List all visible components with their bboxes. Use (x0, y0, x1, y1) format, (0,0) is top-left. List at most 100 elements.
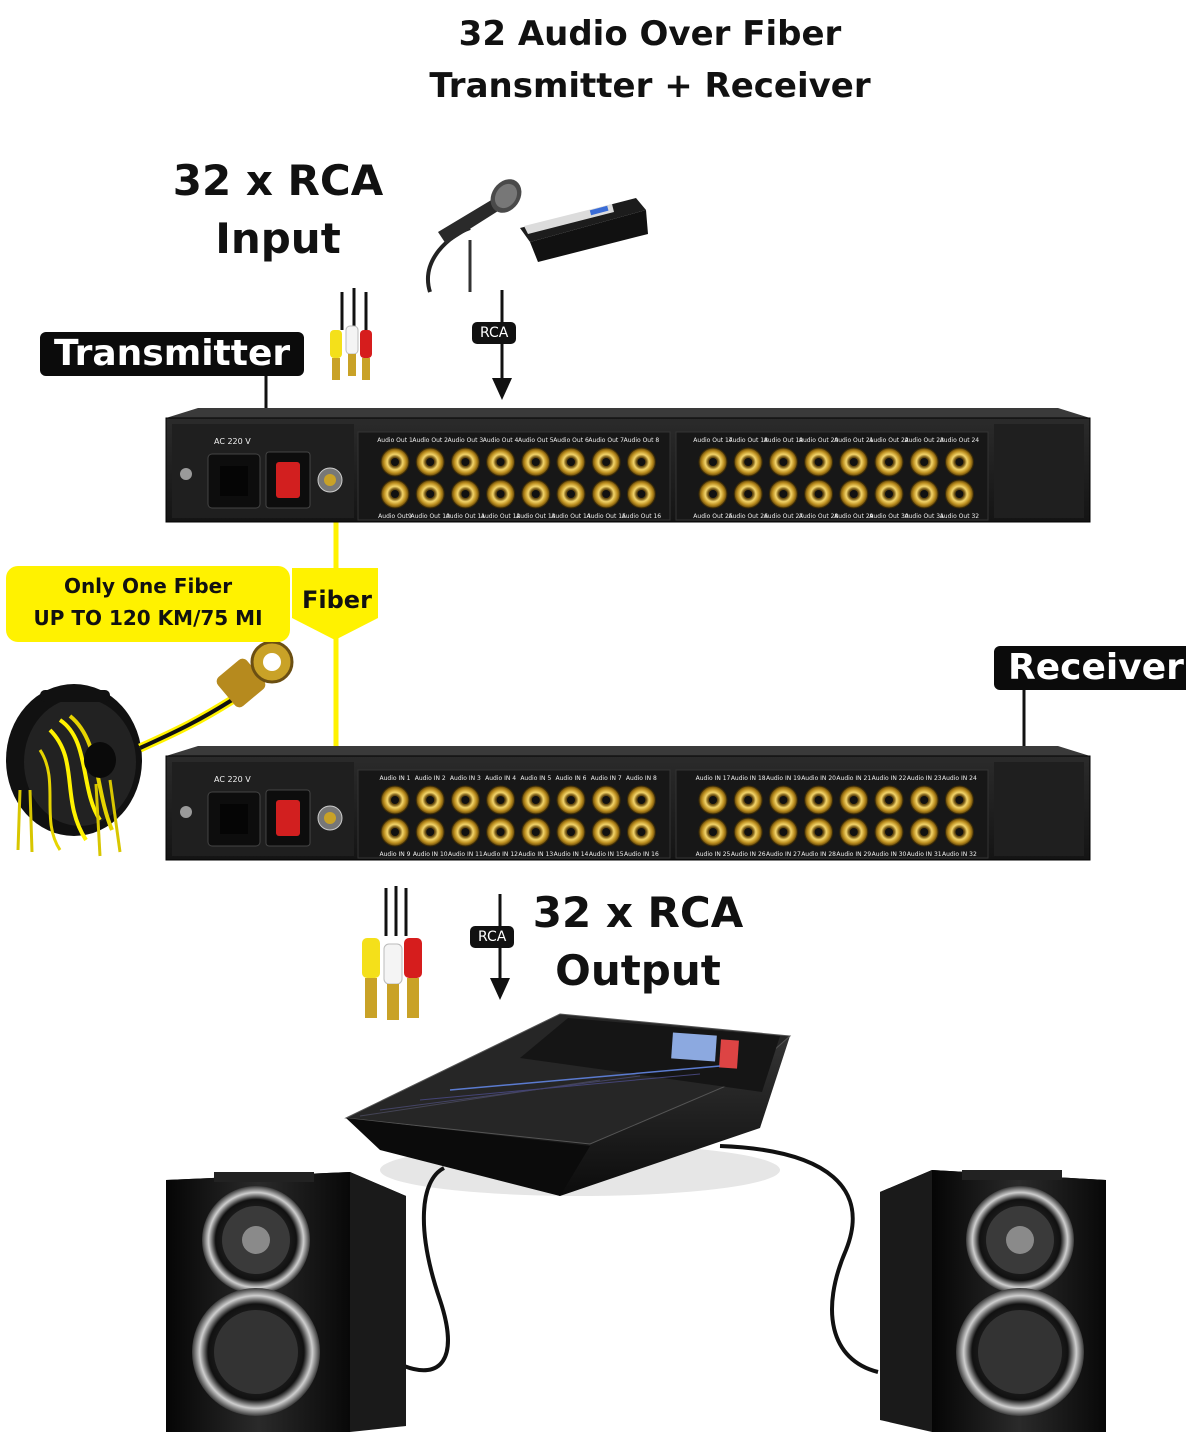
transmitter-rca-jack-hole (391, 490, 399, 498)
receiver-rca-jack-hole (567, 796, 575, 804)
rca-tag-top: RCA (472, 322, 517, 344)
receiver-rca-jack-hole (779, 828, 788, 836)
output-label-line-2: Output (555, 946, 721, 995)
receiver-port-label-top: Audio IN 17 (696, 775, 731, 782)
transmitter-port-label-bottom: Audio Out 29 (834, 513, 874, 520)
receiver-rca-jack-hole (814, 796, 823, 804)
transmitter-port-label-bottom: Audio Out 16 (622, 513, 662, 520)
receiver-rca-jack-hole (885, 828, 893, 836)
receiver-port-label-bottom: Audio IN 32 (942, 851, 977, 858)
receiver-port-label-bottom: Audio IN 11 (448, 851, 483, 858)
transmitter-port-label-bottom: Audio Out 25 (693, 513, 733, 520)
transmitter-rca-jack-hole (814, 490, 823, 498)
transmitter-port-label-bottom: Audio Out 10 (411, 513, 451, 520)
receiver-rca-jack-hole (779, 796, 788, 804)
transmitter-rca-jack-hole (779, 490, 788, 498)
receiver-rca-jack-hole (814, 828, 823, 836)
transmitter-rca-jack-hole (920, 490, 929, 498)
receiver-rca-jack-hole (391, 796, 399, 804)
transmitter-port-label-top: Audio Out 17 (693, 437, 733, 444)
transmitter-port-label-bottom: Audio Out 11 (446, 513, 486, 520)
transmitter-port-label-bottom: Audio Out 26 (729, 513, 769, 520)
receiver-rca-jack-hole (637, 828, 646, 836)
receiver-port-label-top: Audio IN 7 (591, 775, 622, 782)
transmitter-rca-jack-hole (814, 458, 823, 466)
transmitter-port-label-top: Audio Out 19 (764, 437, 804, 444)
transmitter-rca-jack-hole (426, 490, 435, 498)
receiver-rca-jack-hole (426, 796, 435, 804)
receiver-rca-jack-hole (920, 796, 929, 804)
receiver-rca-jack-hole (849, 796, 858, 804)
receiver-port-label-bottom: Audio IN 12 (483, 851, 518, 858)
receiver-port-label-top: Audio IN 2 (415, 775, 446, 782)
receiver-port-label-bottom: Audio IN 14 (554, 851, 589, 858)
transmitter-rca-jack-hole (531, 490, 540, 498)
receiver-rca-jack-hole (885, 796, 893, 804)
transmitter-rca-jack-hole (709, 490, 717, 498)
left-speaker-cable (403, 1166, 450, 1373)
receiver-port-label-top: Audio IN 18 (731, 775, 766, 782)
fiber-label: Fiber (302, 586, 372, 614)
receiver-port-label-bottom: Audio IN 10 (413, 851, 448, 858)
transmitter-rca-jack-hole (426, 458, 435, 466)
receiver-port-label-top: Audio IN 5 (520, 775, 551, 782)
transmitter-rca-jack-hole (461, 458, 470, 466)
transmitter-port-label-bottom: Audio Out 32 (940, 513, 980, 520)
transmitter-port-label-bottom: Audio Out 28 (799, 513, 839, 520)
transmitter-rca-jack-hole (496, 490, 505, 498)
transmitter-port-label-top: Audio Out 22 (869, 437, 909, 444)
receiver-port-label-bottom: Audio IN 25 (696, 851, 731, 858)
transmitter-port-label-top: Audio Out 20 (799, 437, 839, 444)
receiver-rca-jack-hole (744, 796, 753, 804)
transmitter-rca-jack-hole (920, 458, 929, 466)
microphone-icon (426, 179, 522, 293)
transmitter-rca-jack-hole (602, 490, 611, 498)
receiver-rca-jack-hole (709, 796, 717, 804)
transmitter-port-label-bottom: Audio Out9 (378, 513, 412, 520)
transmitter-rca-jack-hole (779, 458, 788, 466)
transmitter-rca-jack-hole (849, 490, 858, 498)
transmitter-port-label-top: Audio Out 3 (448, 437, 484, 444)
receiver-rca-jack-hole (461, 828, 470, 836)
transmitter-port-label-bottom: Audio Out 31 (905, 513, 945, 520)
transmitter-rca-jack-hole (849, 458, 858, 466)
receiver-port-label-top: Audio IN 21 (836, 775, 871, 782)
receiver-port-label-top: Audio IN 19 (766, 775, 801, 782)
receiver-tag: Receiver (994, 646, 1186, 690)
rca-cable-top-icon (330, 288, 372, 380)
receiver-rca-jack-hole (461, 796, 470, 804)
transmitter-rca-jack-hole (885, 490, 893, 498)
receiver-rca-jack-hole (531, 796, 540, 804)
transmitter-rca-jack-hole (567, 458, 575, 466)
receiver-port-label-top: Audio IN 4 (485, 775, 516, 782)
receiver-rca-jack-hole (920, 828, 929, 836)
right-speaker-cable (719, 1144, 879, 1374)
transmitter-rca-jack-hole (496, 458, 505, 466)
transmitter-port-label-top: Audio Out 6 (553, 437, 589, 444)
receiver-rca-jack-hole (955, 828, 964, 836)
receiver-rca-jack-hole (496, 828, 505, 836)
rca-connector-groups (380, 447, 974, 847)
transmitter-port-label-top: Audio Out 24 (940, 437, 980, 444)
mixer-console-icon (344, 1013, 792, 1196)
receiver-port-label-bottom: Audio IN 31 (907, 851, 942, 858)
receiver-port-label-top: Audio IN 23 (907, 775, 942, 782)
rca-arrow-top-head (492, 378, 512, 400)
transmitter-tag: Transmitter (40, 332, 305, 376)
transmitter-port-label-top: Audio Out 1 (377, 437, 413, 444)
transmitter-port-label-top: Audio Out 4 (483, 437, 519, 444)
receiver-rca-jack-hole (849, 828, 858, 836)
transmitter-port-label-top: Audio Out 8 (624, 437, 660, 444)
receiver-rca-jack-hole (955, 796, 964, 804)
receiver-rca-jack-hole (744, 828, 753, 836)
receiver-power-label: AC 220 V (214, 775, 251, 784)
transmitter-rca-jack-hole (461, 490, 470, 498)
transmitter-port-label-bottom: Audio Out 14 (551, 513, 591, 520)
receiver-port-label-top: Audio IN 22 (872, 775, 907, 782)
receiver-port-label-bottom: Audio IN 13 (518, 851, 553, 858)
fiber-pennant: Fiber (292, 568, 378, 640)
transmitter-rca-jack-hole (709, 458, 717, 466)
receiver-port-label-bottom: Audio IN 9 (380, 851, 411, 858)
transmitter-port-label-top: Audio Out 21 (834, 437, 874, 444)
rca-arrow-bottom-head (490, 978, 510, 1000)
